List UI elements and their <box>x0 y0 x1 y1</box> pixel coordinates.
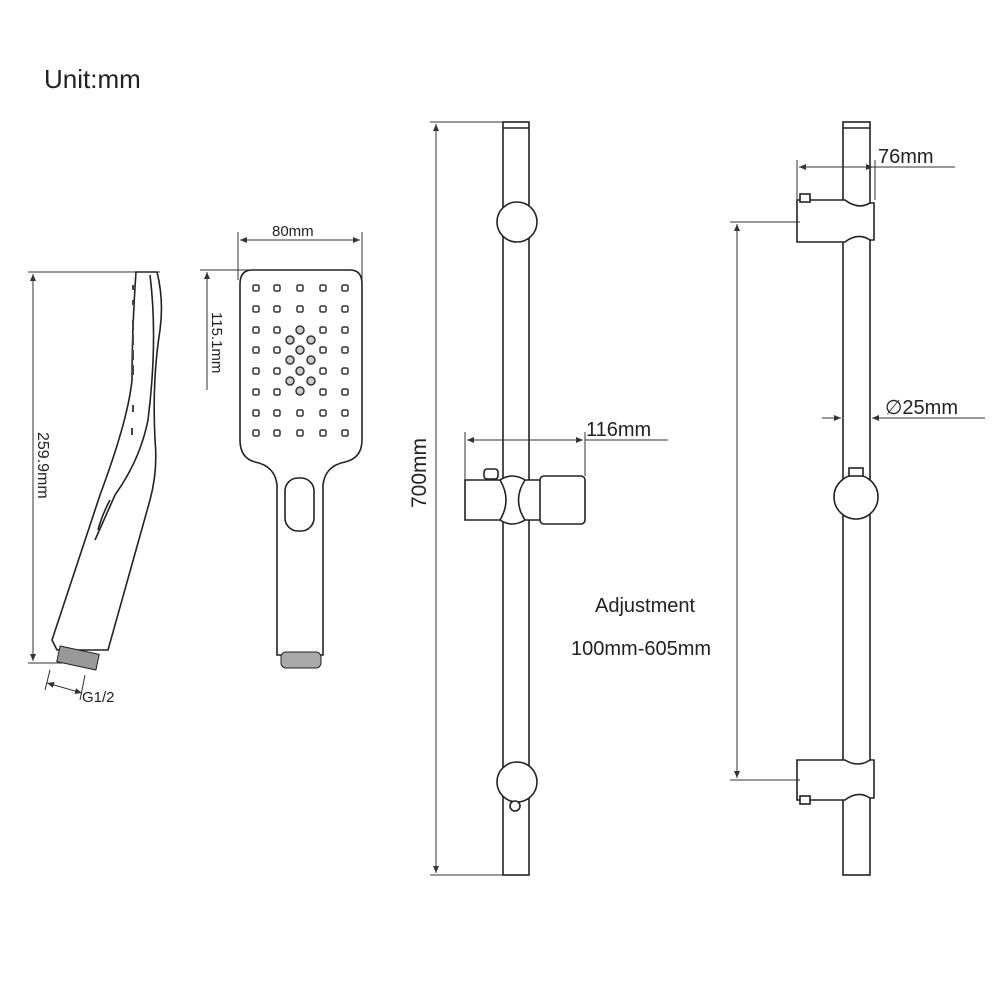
nozzle-icon <box>319 284 327 292</box>
nozzle-icon <box>273 388 281 396</box>
rail-front-view: 700mm 116mm Adjustment 100mm-605mm <box>408 121 711 876</box>
nozzle-icon <box>341 305 349 313</box>
slider-width-label: 116mm <box>586 419 651 441</box>
center-nozzle-icon <box>295 366 305 376</box>
nozzle-icon <box>341 409 349 417</box>
nozzle-icon <box>319 388 327 396</box>
adjustment-range-label: 100mm-605mm <box>571 638 711 660</box>
unit-label: Unit:mm <box>44 64 141 94</box>
nozzle-icon <box>341 367 349 375</box>
nozzle-icon <box>319 326 327 334</box>
center-nozzle-icon <box>306 376 316 386</box>
nozzle-icon <box>296 429 304 437</box>
nozzle-icon <box>252 305 260 313</box>
nozzle-icon <box>273 284 281 292</box>
nozzle-icon <box>252 346 260 354</box>
nozzle-icon <box>252 388 260 396</box>
rail-side-view: 76mm ∅25mm <box>730 121 985 876</box>
handshower-front-view: 80mm 115.1mm <box>200 223 363 669</box>
nozzle-icon <box>273 326 281 334</box>
nozzle-icon <box>252 367 260 375</box>
center-nozzle-icon <box>306 355 316 365</box>
center-nozzle-icon <box>295 345 305 355</box>
thread-label: G1/2 <box>82 689 115 706</box>
nozzle-icon <box>273 346 281 354</box>
nozzle-icon <box>319 305 327 313</box>
handshower-side-view: 259.9mm G1/2 <box>28 271 163 706</box>
diameter-label: ∅25mm <box>885 397 958 419</box>
nozzle-icon <box>273 409 281 417</box>
nozzle-icon <box>273 367 281 375</box>
center-nozzle-icon <box>285 335 295 345</box>
nozzle-icon <box>341 346 349 354</box>
bracket-depth-label: 76mm <box>878 146 934 168</box>
width-label: 80mm <box>272 223 314 240</box>
nozzle-icon <box>341 284 349 292</box>
head-height-label: 115.1mm <box>208 312 225 373</box>
nozzle-icon <box>341 388 349 396</box>
nozzle-icon <box>296 409 304 417</box>
length-label: 259.9mm <box>34 432 51 499</box>
rail-length-label: 700mm <box>408 438 431 508</box>
nozzle-icon <box>252 284 260 292</box>
nozzle-icon <box>252 429 260 437</box>
center-nozzle-icon <box>295 325 305 335</box>
nozzle-icon <box>319 367 327 375</box>
nozzle-icon <box>252 326 260 334</box>
nozzle-icon <box>341 326 349 334</box>
nozzle-icon <box>319 346 327 354</box>
nozzle-icon <box>252 409 260 417</box>
center-nozzle-icon <box>306 335 316 345</box>
center-nozzle-icon <box>295 386 305 396</box>
nozzle-icon <box>273 305 281 313</box>
nozzle-icon <box>319 409 327 417</box>
nozzle-icon <box>296 284 304 292</box>
nozzle-icon <box>341 429 349 437</box>
nozzle-icon <box>273 429 281 437</box>
adjustment-label: Adjustment <box>595 595 695 617</box>
nozzle-icon <box>319 429 327 437</box>
nozzle-icon <box>296 305 304 313</box>
center-nozzle-icon <box>285 355 295 365</box>
center-nozzle-icon <box>285 376 295 386</box>
